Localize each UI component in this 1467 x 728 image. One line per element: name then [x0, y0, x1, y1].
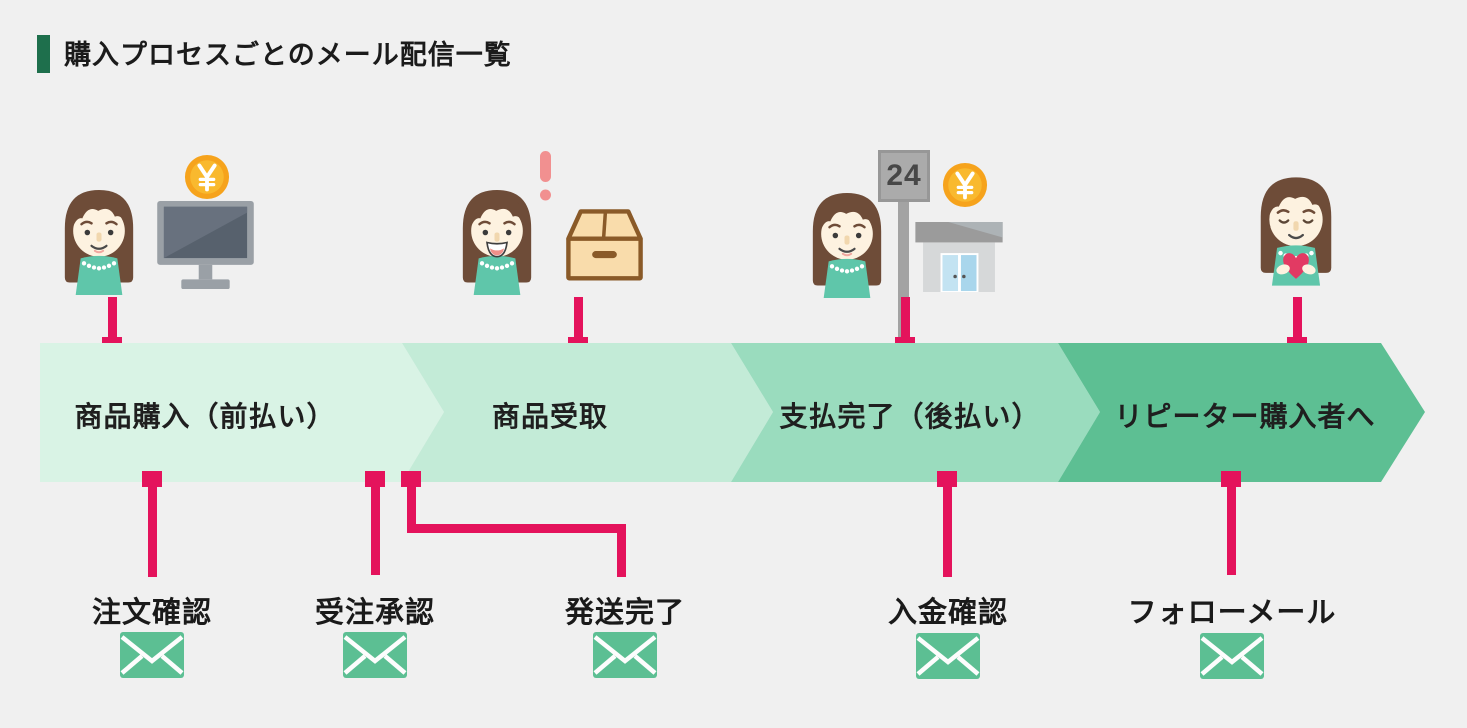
connector-line: [574, 297, 583, 341]
connector-line: [943, 479, 952, 577]
package-box-icon: [564, 204, 645, 284]
store-sign-pole: [898, 202, 909, 338]
connector-line: [1293, 297, 1302, 341]
envelope-icon: [120, 632, 184, 678]
process-stage-3: [731, 343, 1100, 482]
email-label: 入金確認: [887, 597, 1009, 629]
envelope-icon: [1200, 633, 1264, 679]
email-label: 受注承認: [314, 597, 436, 629]
exclamation-icon: [538, 150, 554, 202]
store-sign-text: 24: [886, 159, 922, 192]
connector-line: [407, 479, 416, 532]
process-flow-band: [40, 343, 1425, 482]
stage-label: 商品受取: [491, 401, 609, 432]
process-stage-4: [1058, 343, 1425, 482]
email-label: フォローメール: [1127, 597, 1337, 629]
envelope-icon: [343, 632, 407, 678]
process-stage-2: [402, 343, 773, 482]
connector-elbow: [407, 524, 626, 533]
connector-line: [108, 297, 117, 341]
email-label: 発送完了: [564, 597, 686, 629]
process-stage-1: [40, 343, 444, 482]
yen-coin-icon: [942, 162, 988, 208]
computer-monitor-icon: [157, 201, 254, 290]
stage-label: 商品購入（前払い）: [74, 401, 336, 432]
yen-coin-icon: [184, 154, 230, 200]
connector-line: [371, 479, 380, 575]
customer-with-heart-icon: [1253, 164, 1339, 294]
connector-line: [1227, 479, 1236, 575]
envelope-icon: [593, 632, 657, 678]
stage-label: リピーター購入者へ: [1114, 401, 1376, 432]
convenience-store-icon: [914, 222, 1004, 292]
customer-woman-icon: [455, 185, 539, 295]
title-accent-bar: [37, 35, 50, 73]
connector-line: [901, 297, 910, 341]
email-label: 注文確認: [91, 597, 213, 629]
stage-label: 支払完了（後払い）: [779, 401, 1041, 432]
store-24h-sign-icon: 24: [878, 150, 930, 202]
customer-woman-icon: [805, 188, 889, 298]
connector-line: [148, 479, 157, 577]
page-title: 購入プロセスごとのメール配信一覧: [64, 40, 512, 70]
connector-line: [617, 524, 626, 577]
envelope-icon: [916, 633, 980, 679]
customer-woman-icon: [57, 185, 141, 295]
